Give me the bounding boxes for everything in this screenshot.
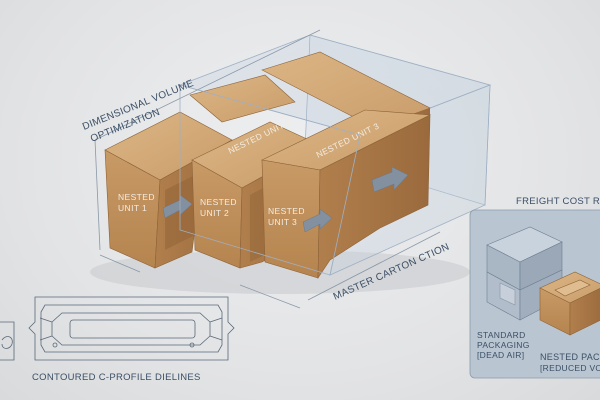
dielines-label: CONTOURED C-PROFILE DIELINES [32,372,201,383]
unit-1-label-line1: NESTED [118,192,155,202]
nested-pack-icon [539,271,600,336]
unit-3-arrow-icon [302,208,333,233]
standard-label-line1: STANDARD [477,330,526,340]
standard-label-line2: PACKAGING [477,340,530,350]
freight-panel: FREIGHT COST RED STANDARD PACKAGING [DEA… [469,196,600,379]
nested-label-line1: NESTED PACK [540,352,600,362]
unit-1-label-line2: UNIT 1 [118,203,147,213]
nested-unit-3: NESTED UNIT 3 NESTED UNIT 3 [261,109,432,280]
unit-3-side-arrow-icon [371,166,409,193]
freight-title: FREIGHT COST RED [516,196,600,207]
nested-label-line2: [REDUCED VOLU [540,363,600,373]
master-carton-front-edge [179,84,361,276]
standard-label-line3: [DEAD AIR] [477,350,524,360]
unit-2-label-line1: NESTED [200,197,237,207]
unit-2-label-line2: UNIT 2 [200,208,229,218]
dimension-lines [94,29,441,309]
floor-shadow [90,250,470,294]
unit-3-label-line1: NESTED [268,206,305,216]
unit-3-label-line2: UNIT 3 [268,217,297,227]
c-profile-dieline [0,296,235,361]
